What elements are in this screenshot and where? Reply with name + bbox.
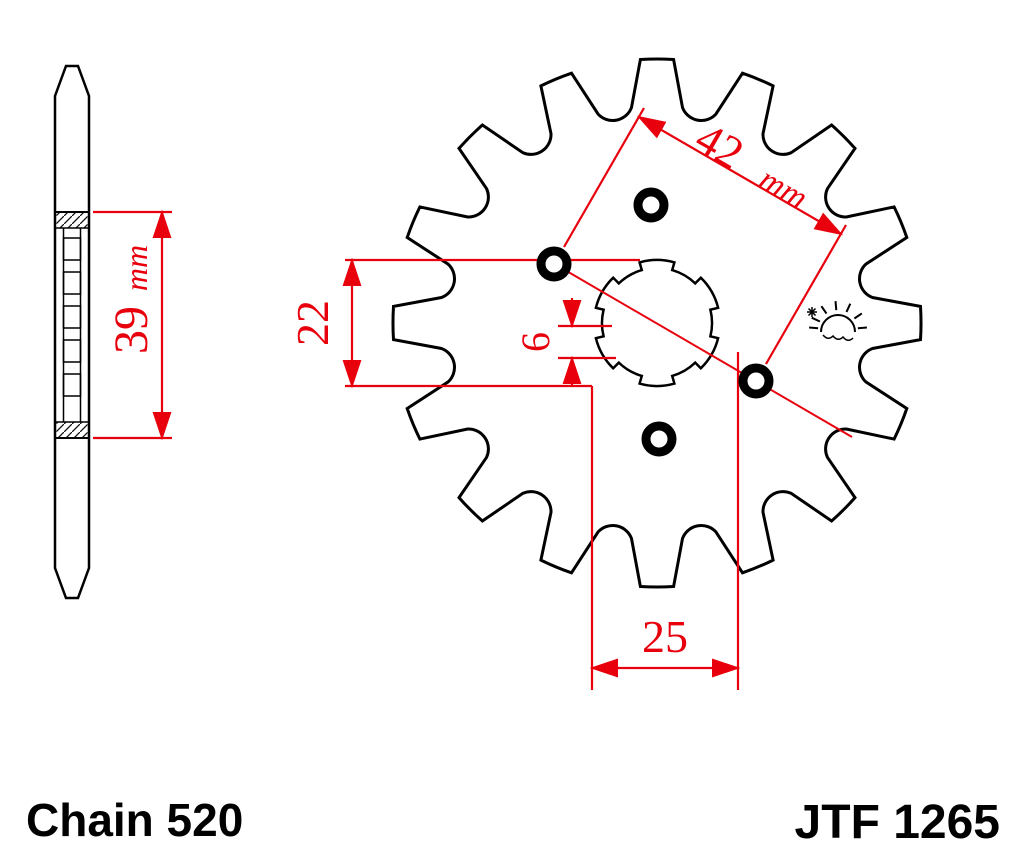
sun-icon bbox=[807, 301, 867, 341]
dimension-25-group bbox=[589, 352, 741, 690]
dim-42-value: 42 bbox=[687, 112, 752, 179]
bolt-hole bbox=[738, 363, 774, 399]
dimension-39mm-group bbox=[93, 209, 172, 441]
side-view-hub-band-top bbox=[56, 212, 88, 228]
dimension-22-group bbox=[342, 257, 640, 389]
bolt-holes bbox=[536, 187, 774, 457]
dim-42-unit: mm bbox=[753, 161, 814, 218]
dim-39-unit: mm bbox=[118, 245, 154, 291]
side-view-outline bbox=[53, 64, 91, 600]
bolt-hole bbox=[536, 246, 572, 282]
dim-6-value: 6 bbox=[513, 332, 558, 352]
part-number-label: JTF 1265 bbox=[795, 796, 1000, 849]
bolt-hole bbox=[641, 421, 677, 457]
star-sketch-icon bbox=[807, 307, 817, 317]
side-view bbox=[53, 64, 91, 600]
bolt-hole bbox=[633, 187, 669, 223]
sprocket-bore bbox=[594, 258, 720, 388]
side-view-spline-blocks bbox=[62, 237, 82, 397]
chain-type-label: Chain 520 bbox=[26, 794, 243, 846]
dim-39-value: 39 bbox=[105, 306, 158, 354]
dim-22-value: 22 bbox=[287, 300, 338, 346]
side-view-hub-area bbox=[56, 212, 88, 438]
dimension-42mm-group bbox=[545, 107, 853, 438]
dimension-6-group bbox=[558, 298, 616, 386]
side-view-hub-band-bottom bbox=[56, 422, 88, 438]
dim-25-value: 25 bbox=[642, 611, 688, 662]
